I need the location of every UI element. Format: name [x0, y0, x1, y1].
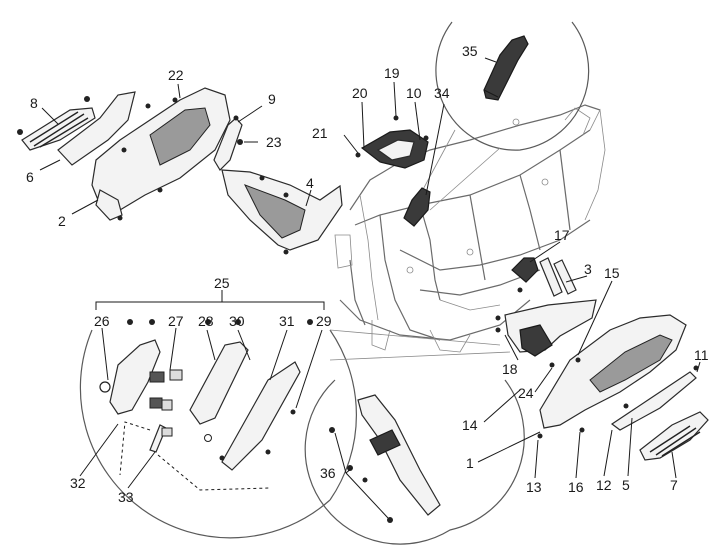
part-12-trim — [610, 365, 699, 431]
label-part-2: 2 — [58, 213, 66, 229]
part-26-bracket — [99, 319, 161, 415]
label-part-34: 34 — [434, 85, 450, 101]
label-part-16: 16 — [568, 479, 584, 495]
label-part-32: 32 — [70, 475, 86, 491]
label-part-15: 15 — [604, 265, 620, 281]
detail-link-34 — [419, 129, 456, 196]
label-part-30: 30 — [229, 313, 245, 329]
part-6-panel — [57, 91, 151, 166]
label-part-19: 19 — [384, 65, 400, 81]
label-part-21: 21 — [312, 125, 328, 141]
label-part-6: 6 — [26, 169, 34, 185]
label-part-12: 12 — [596, 477, 612, 493]
label-part-35: 35 — [462, 43, 478, 59]
label-part-26: 26 — [94, 313, 110, 329]
group-dash-33 — [157, 454, 271, 491]
label-part-10: 10 — [406, 85, 422, 101]
label-part-3: 3 — [584, 261, 592, 277]
part-2-shield — [91, 87, 231, 221]
part-23-screw — [237, 139, 243, 145]
label-part-27: 27 — [168, 313, 184, 329]
part-1-side-panel — [537, 314, 687, 439]
label-part-4: 4 — [306, 175, 314, 191]
scooter-frame — [334, 104, 606, 353]
part-34-bracket — [403, 187, 431, 227]
group-dash-32 — [119, 421, 151, 476]
detail-link-34b — [429, 147, 501, 211]
label-part-33: 33 — [118, 489, 134, 505]
label-part-36: 36 — [320, 465, 336, 481]
label-part-1: 1 — [466, 455, 474, 471]
part-4-inner-panel — [221, 169, 343, 255]
label-part-28: 28 — [198, 313, 214, 329]
part-28-slider — [189, 319, 249, 425]
part-9-cover — [213, 115, 243, 171]
part-27-bushing — [149, 319, 183, 411]
label-part-25: 25 — [214, 275, 230, 291]
part-10-bracket — [355, 115, 429, 169]
label-part-14: 14 — [462, 417, 478, 433]
detail-circle-36 — [304, 379, 525, 545]
detail-circle-25 — [79, 329, 511, 539]
part-number-labels: 8 6 2 22 9 23 4 20 19 10 34 21 35 17 3 1… — [26, 43, 709, 505]
label-part-17: 17 — [554, 227, 570, 243]
part-24-screw — [549, 362, 555, 368]
label-part-8: 8 — [30, 95, 38, 111]
label-part-13: 13 — [526, 479, 542, 495]
label-part-7: 7 — [670, 477, 678, 493]
label-part-20: 20 — [352, 85, 368, 101]
label-part-5: 5 — [622, 477, 630, 493]
part-7-grille — [639, 411, 709, 461]
label-part-31: 31 — [279, 313, 295, 329]
leader-lines — [39, 57, 701, 519]
detail-circle-35 — [435, 21, 590, 151]
part-3-strips — [539, 257, 577, 297]
part-17-bracket — [511, 257, 539, 293]
group-bracket-25 — [95, 290, 325, 310]
part-8-grille — [17, 96, 96, 151]
part-18-mount — [495, 299, 597, 357]
label-part-22: 22 — [168, 67, 184, 83]
label-part-29: 29 — [316, 313, 332, 329]
label-part-9: 9 — [268, 91, 276, 107]
part-33-pin — [149, 424, 173, 453]
label-part-23: 23 — [266, 134, 282, 150]
part-30-31-rail — [204, 319, 313, 471]
label-part-18: 18 — [502, 361, 518, 377]
label-part-11: 11 — [694, 347, 709, 363]
label-part-24: 24 — [518, 385, 534, 401]
